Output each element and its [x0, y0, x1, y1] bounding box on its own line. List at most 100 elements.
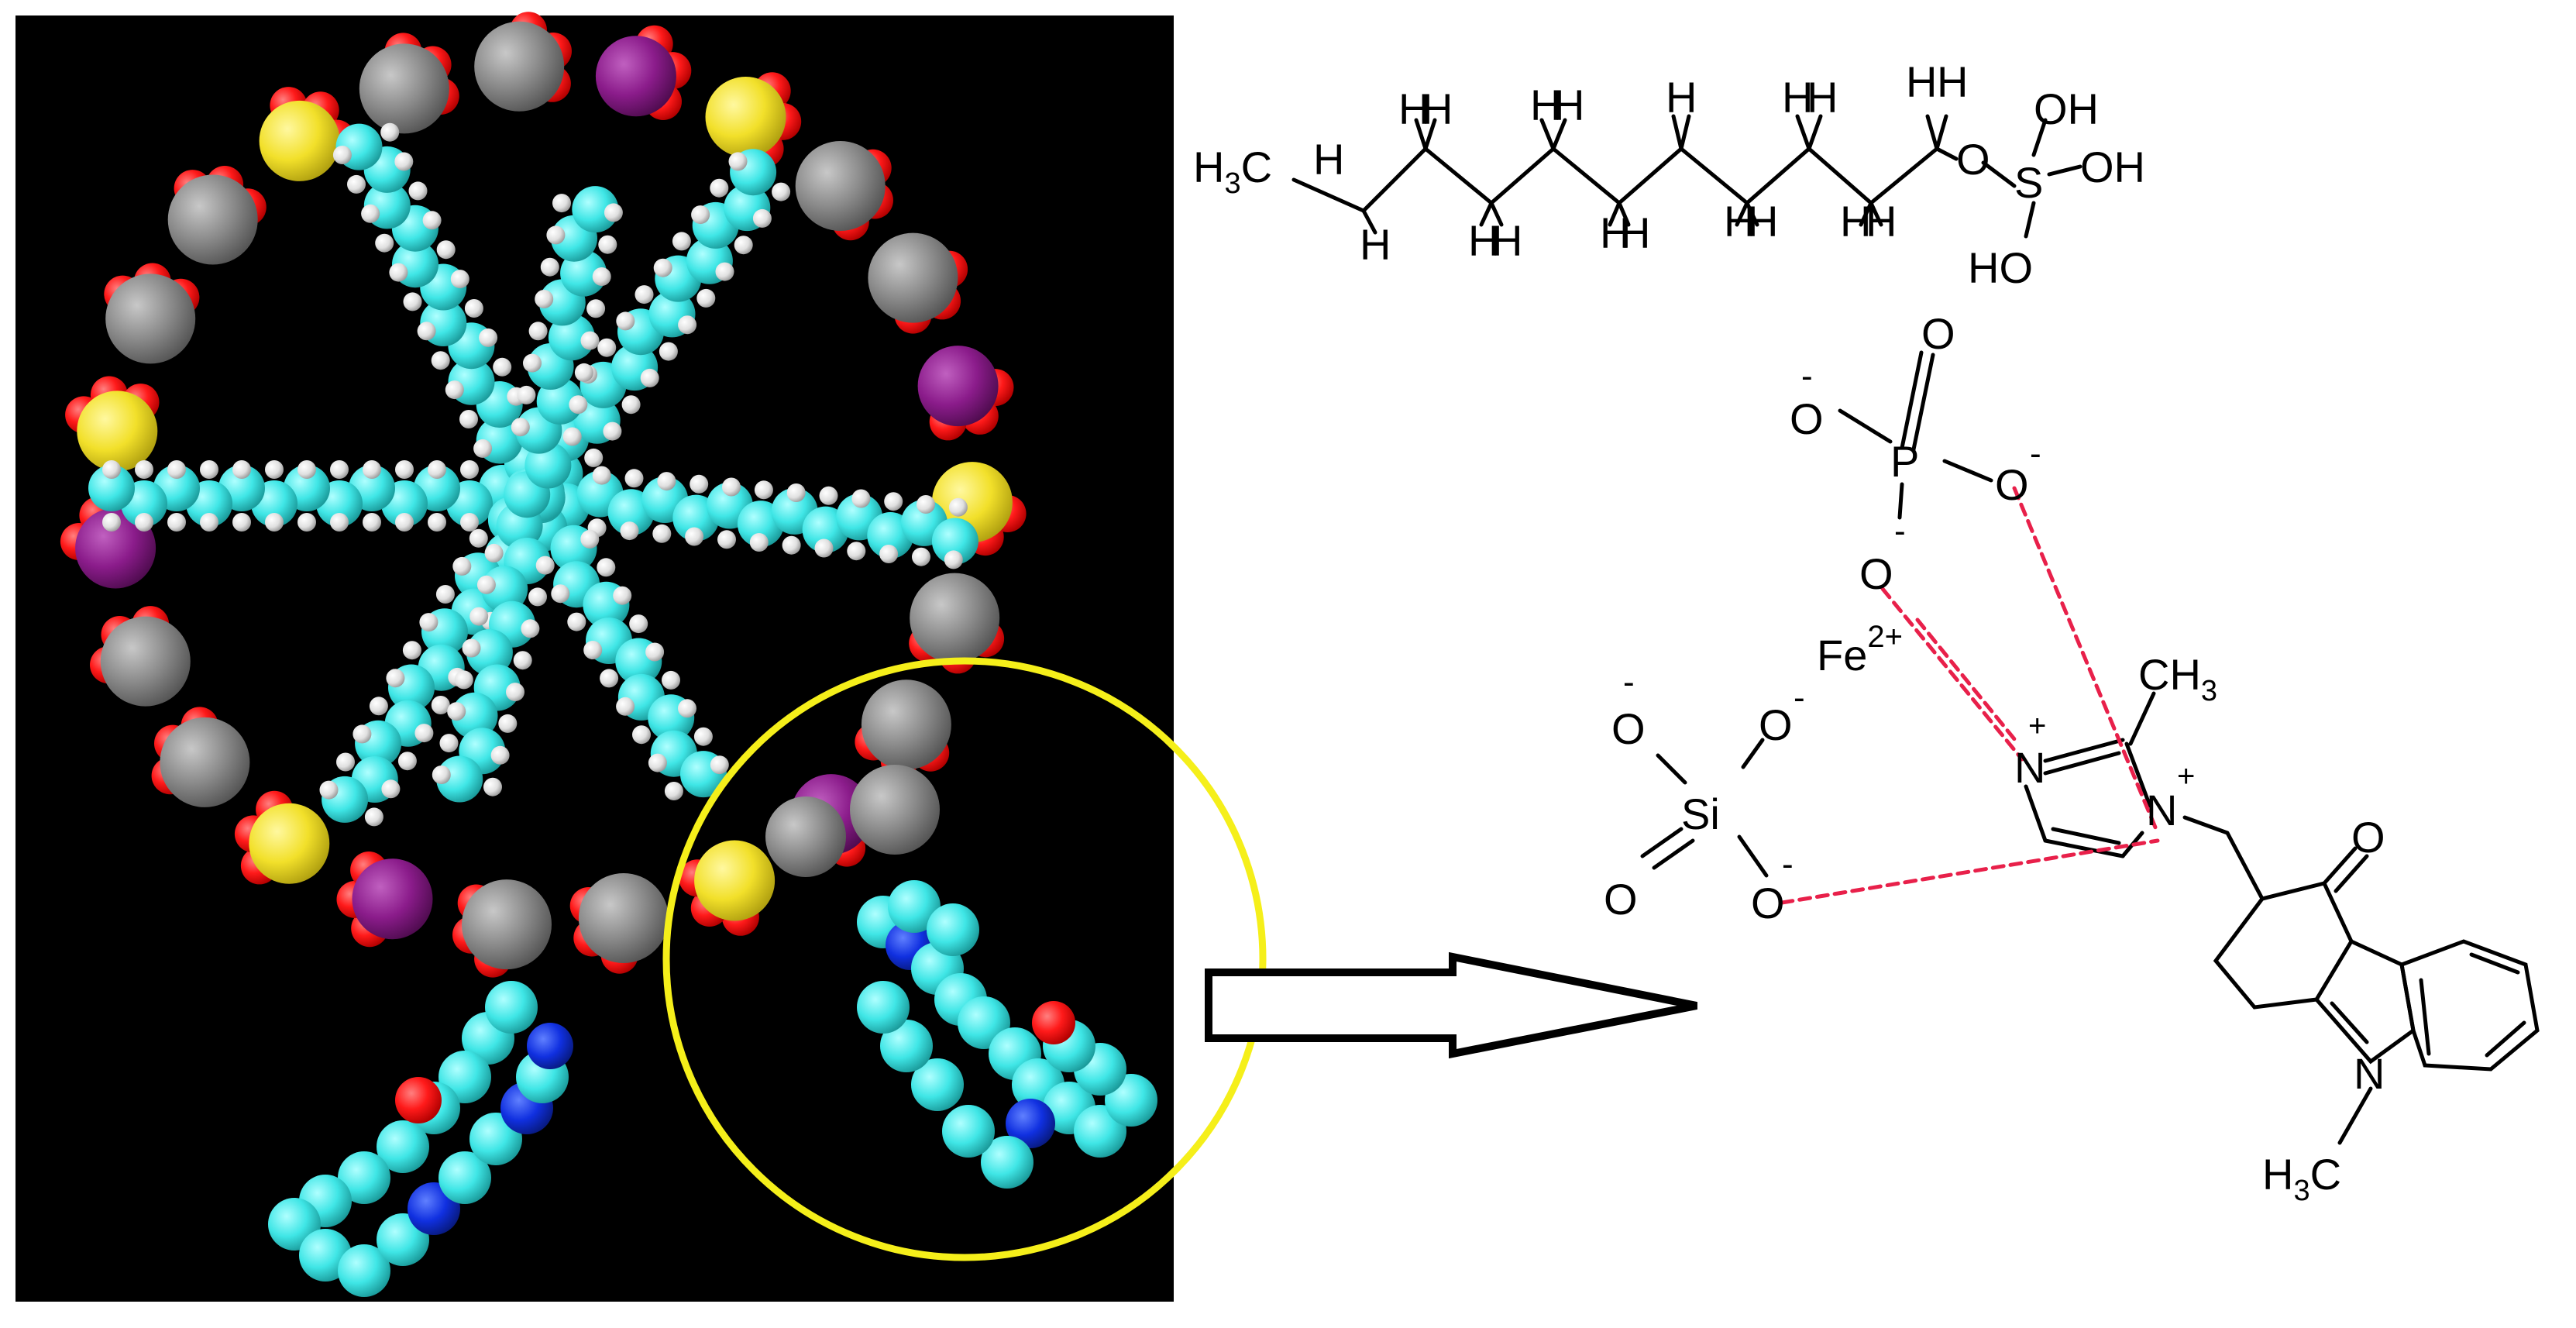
hydrogen-atom — [369, 697, 388, 716]
hydrogen-atom — [657, 472, 676, 491]
hydrogen-atom — [386, 669, 405, 688]
hydrogen-atom — [690, 474, 709, 494]
chain-carbon-atom — [560, 249, 607, 297]
hydrogen-atom — [583, 641, 603, 659]
hydrogen-atom — [580, 529, 600, 549]
chain-carbon-atom — [942, 1105, 995, 1158]
hydrogen-atom — [402, 641, 421, 660]
chain-carbon-atom — [338, 1244, 390, 1297]
hydrogen-atom — [167, 460, 186, 479]
sds-h-15: H — [1807, 73, 1838, 122]
hydrogen-atom — [552, 194, 571, 213]
hydrogen-atom — [782, 535, 801, 555]
chain-carbon-atom — [931, 518, 978, 565]
hydrogen-atom — [632, 725, 651, 745]
iron-label: Fe2+ — [1817, 620, 1903, 679]
hydrogen-atom — [586, 299, 606, 318]
hydrogen-atom — [664, 782, 683, 800]
hydrogen-atom — [604, 203, 623, 222]
hydrogen-atom — [265, 460, 284, 479]
hydrogen-atom — [685, 527, 704, 546]
highlight-circle — [662, 657, 1267, 1261]
hydrogen-atom — [436, 240, 456, 260]
p-o-double-a — [1900, 350, 1924, 450]
imidazolium-n1-label: N — [2146, 786, 2177, 834]
hydrogen-atom — [330, 460, 349, 479]
silicate-o-bottomleft: O — [1604, 875, 1638, 924]
sds-h-16: H — [1840, 197, 1871, 246]
hydrogen-atom — [476, 575, 496, 594]
carbon-atom — [462, 879, 552, 970]
hydrogen-atom — [597, 338, 617, 357]
chain-carbon-atom — [524, 442, 572, 489]
chain-carbon-atom — [485, 981, 538, 1034]
hydrogen-atom — [819, 486, 838, 505]
carbon-atom — [910, 573, 1000, 663]
chain-carbon-atom — [439, 1151, 491, 1204]
sds-h-3: H — [1398, 84, 1429, 133]
sds-h-18: H — [1906, 57, 1937, 106]
hydrogen-atom — [432, 765, 451, 784]
hydrogen-atom — [332, 146, 352, 164]
hydrogen-atom — [567, 612, 586, 631]
hydrogen-atom — [506, 683, 524, 702]
sds-ho-label: HO — [1968, 243, 2033, 292]
hydrogen-atom — [648, 753, 667, 772]
hydrogen-atom — [353, 724, 372, 744]
hydrogen-atom — [754, 480, 773, 500]
hydrogen-atom — [917, 495, 935, 514]
hydrogen-atom — [297, 513, 316, 532]
chain-carbon-atom — [888, 880, 941, 933]
hydrogen-atom — [659, 342, 678, 361]
carbon-atom — [868, 232, 958, 323]
hydrogen-atom — [722, 477, 741, 497]
hydrogen-atom — [336, 752, 355, 772]
hydrogen-atom — [584, 448, 604, 467]
hydrogen-atom — [879, 545, 899, 563]
imidazolium-n1-charge: + — [2177, 759, 2195, 793]
silicate-o-topleft: O — [1611, 704, 1646, 753]
hydrogen-atom — [717, 530, 736, 549]
hydrogen-atom — [419, 613, 439, 632]
phosphate-o-top: O — [1921, 309, 1955, 358]
hydrogen-atom — [297, 460, 316, 479]
carbazole-n-label: N — [2354, 1049, 2385, 1098]
hydrogen-atom — [135, 513, 153, 532]
hydrogen-atom — [624, 469, 644, 488]
hydrogen-atom — [535, 290, 554, 308]
silicate-si-label: Si — [1681, 790, 1720, 838]
phosphate-o-bottom: O — [1859, 549, 1893, 598]
phosphorus-atom — [917, 346, 999, 427]
model-atoms — [60, 12, 1157, 1297]
hydrogen-atom — [528, 587, 547, 607]
carbon-atom — [850, 765, 940, 855]
hydrogen-atom — [603, 421, 622, 441]
sds-h-5: H — [1468, 216, 1499, 265]
interaction-lines — [1780, 486, 2160, 905]
silicate-o-topright: O — [1759, 700, 1793, 749]
hydrogen-atom — [265, 513, 284, 532]
chain-carbon-atom — [466, 629, 513, 676]
nitrogen-atom — [527, 1023, 573, 1069]
sds-ch-bond — [1361, 208, 1377, 235]
hydrogen-atom — [394, 152, 414, 171]
chain-carbon-atom — [927, 903, 979, 956]
sulfur-atom — [77, 390, 158, 472]
hydrogen-atom — [381, 779, 401, 799]
hydrogen-atom — [380, 122, 400, 142]
hydrogen-atom — [498, 714, 518, 733]
hydrogen-atom — [513, 651, 532, 670]
sulfur-atom — [259, 100, 340, 181]
chain-carbon-atom — [911, 1058, 964, 1111]
hydrogen-atom — [319, 780, 339, 800]
oxygen-atom — [1032, 1001, 1075, 1044]
chain-carbon-atom — [981, 1136, 1033, 1189]
sds-s-label: S — [2014, 158, 2043, 207]
molecular-model-panel — [15, 12, 1267, 1302]
hydrogen-atom — [562, 427, 582, 446]
hydrogen-atom — [693, 727, 713, 746]
chain-carbon-atom — [481, 566, 528, 613]
hydrogen-atom — [375, 233, 394, 253]
hydrogen-atom — [598, 235, 617, 254]
hydrogen-atom — [621, 395, 641, 415]
